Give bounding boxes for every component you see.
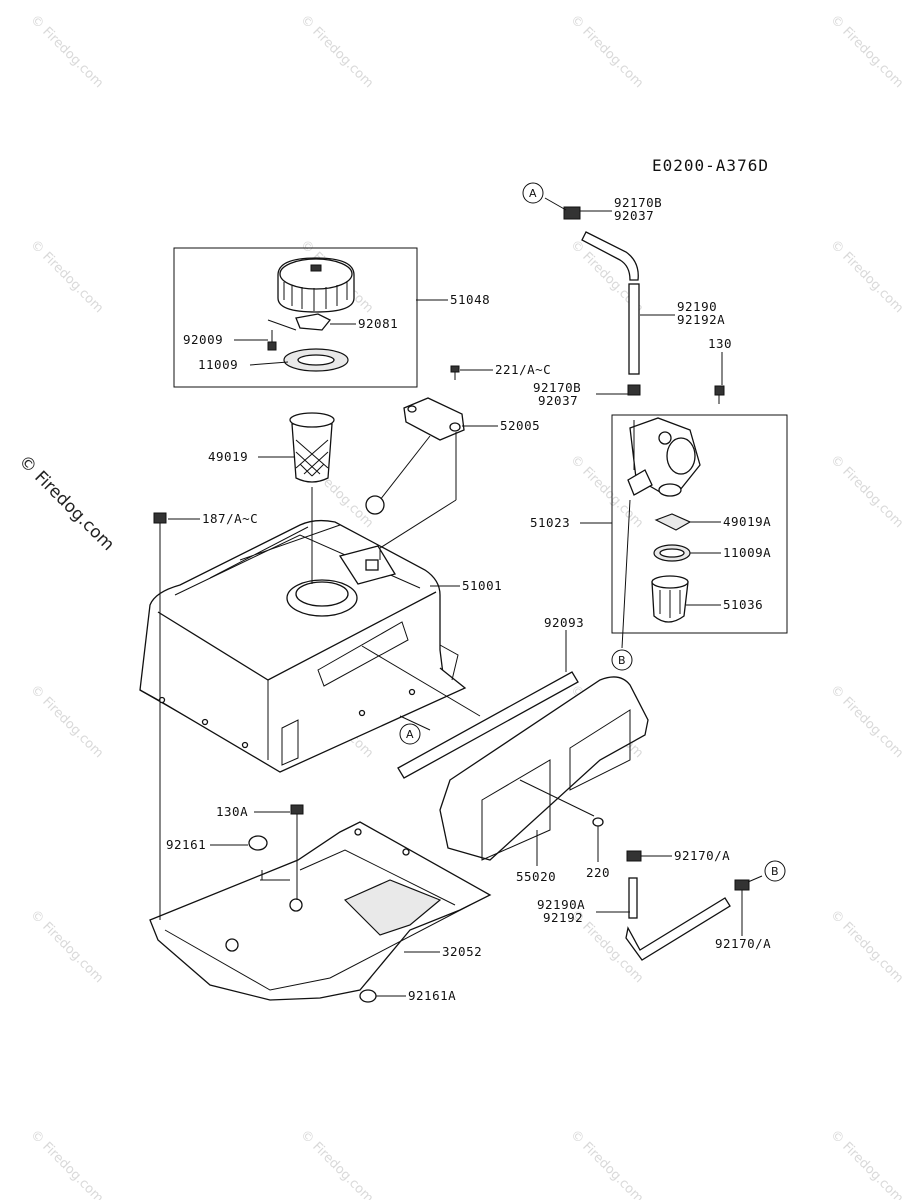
part-label: 92161A [408,988,456,1003]
part-label: 92093 [544,615,584,630]
fuel-hose-upper [563,206,641,396]
svg-text:B: B [618,654,626,667]
watermark: © Firedog.com [27,907,106,986]
part-label: 92037 [538,393,578,408]
fuel-cock-filter [654,513,692,531]
part-label: 92190A [537,897,585,912]
part-label: 92009 [183,332,223,347]
part-label: 32052 [442,944,482,959]
gasket-strip [397,671,579,779]
watermark: © Firedog.com [567,1127,646,1200]
part-label: 92190 [677,299,717,314]
part-label: 49019 [208,449,248,464]
cap-gasket [283,348,349,372]
callout-a-top: A [522,182,544,204]
tank-bolt [153,512,167,532]
cap-screw [267,330,277,351]
watermark: © Firedog.com [827,907,906,986]
part-labels: 92170B 92037 51048 92081 92009 11009 921… [166,195,771,1003]
part-label: 221/A~C [495,362,551,377]
diagram-code: E0200-A376D [652,156,769,175]
part-label: 92170B [614,195,662,210]
leader-lines [159,197,763,997]
part-label: 92170B [533,380,581,395]
part-label: 130A [216,804,248,819]
watermark: © Firedog.com [27,682,106,761]
callout-b-mid: B [611,649,633,671]
fuel-cock-bowl [651,575,689,623]
part-label: 52005 [500,418,540,433]
gauge-screw [450,365,460,380]
part-label: 92170/A [715,936,771,951]
part-label: 11009A [723,545,771,560]
part-label: 187/A~C [202,511,258,526]
fuel-cock-group-box [611,414,788,634]
part-label: 92192 [543,910,583,925]
tank-bottom-plate [149,821,492,1001]
rubber-plug [248,835,268,851]
watermark: © Firedog.com [27,12,106,91]
fuel-hose-lower [625,850,750,961]
cover-bolt [592,817,604,827]
side-watermark: © Firedog.com [14,451,118,555]
rubber-plug-a [359,989,377,1003]
watermark: © Firedog.com [297,12,376,91]
part-label: 49019A [723,514,771,529]
fuel-cap [277,257,355,313]
part-label: 92037 [614,208,654,223]
fuel-cock-screw [714,385,725,404]
svg-text:A: A [529,187,537,200]
part-label: 51001 [462,578,502,593]
watermark: © Firedog.com [297,1127,376,1200]
fuel-cap-group-box [173,247,418,388]
watermark: © Firedog.com [27,1127,106,1200]
part-label: 92192A [677,312,725,327]
fuel-cock [627,417,701,497]
svg-text:A: A [406,728,414,741]
part-label: 92170/A [674,848,730,863]
fuel-gauge [365,397,465,515]
fuel-cock-gasket [653,544,691,562]
watermark: © Firedog.com [27,237,106,316]
part-label: 51023 [530,515,570,530]
watermark: © Firedog.com [567,12,646,91]
fuel-tank [139,519,467,773]
watermark: © Firedog.com [827,237,906,316]
part-label: 130 [708,336,732,351]
plate-bolt [290,804,304,828]
watermark: © Firedog.com [827,1127,906,1200]
watermark: © Firedog.com [827,452,906,531]
part-label: 11009 [198,357,238,372]
tank-cover [439,676,649,861]
watermarks: © Firedog.com © Firedog.com © Firedog.co… [14,12,906,1200]
part-label: 92081 [358,316,398,331]
svg-text:B: B [771,865,779,878]
watermark: © Firedog.com [827,12,906,91]
part-label: 220 [586,865,610,880]
callout-b-low: B [764,860,786,882]
part-label: 55020 [516,869,556,884]
watermark: © Firedog.com [827,682,906,761]
callout-a-mid: A [399,723,421,745]
part-label: 51036 [723,597,763,612]
fuel-strainer [289,412,335,483]
part-label: 92161 [166,837,206,852]
part-label: 51048 [450,292,490,307]
cap-retainer [295,313,332,331]
